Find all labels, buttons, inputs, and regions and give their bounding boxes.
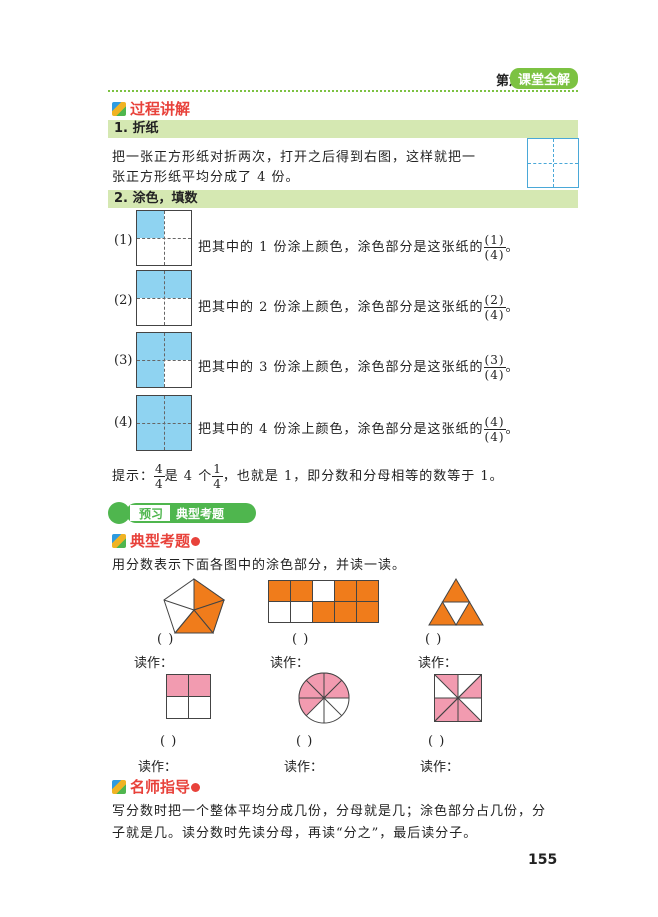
answer-blank-2[interactable]: ( ) <box>292 632 310 647</box>
unit-tag: 课堂全解 <box>509 68 578 89</box>
shaded-part <box>137 360 164 387</box>
answer-blank-6[interactable]: ( ) <box>428 734 446 749</box>
row1-square <box>136 210 192 266</box>
guide-line2: 子就是几。读分数时先读分母，再读“分之”，最后读分子。 <box>112 826 478 841</box>
exam-title: 典型考题 <box>112 530 201 551</box>
row1-text: 把其中的 1 份涂上颜色，涂色部分是这张纸的(1)(4)。 <box>198 233 520 262</box>
row2-fraction: (2)(4) <box>483 293 506 322</box>
shaded-part <box>137 211 164 238</box>
exam-instruction: 用分数表示下面各图中的涂色部分，并读一读。 <box>112 558 407 573</box>
fold-line-h <box>528 163 578 164</box>
answer-blank-4[interactable]: ( ) <box>160 734 178 749</box>
row2-label: (2) <box>114 293 133 308</box>
step1-bar: 1. 折纸 <box>108 120 578 138</box>
answer-blank-1[interactable]: ( ) <box>157 632 175 647</box>
row4-text: 把其中的 4 份涂上颜色，涂色部分是这张纸的(4)(4)。 <box>198 415 520 444</box>
folded-paper-figure <box>527 138 579 188</box>
row4-square <box>136 395 192 451</box>
process-title: 过程讲解 <box>112 98 190 119</box>
grid-figure <box>268 580 379 623</box>
section-banner: 预习 典型考题 <box>108 502 256 524</box>
header-divider <box>108 90 578 92</box>
read-as-6: 读作： <box>420 760 460 775</box>
square-quarters-figure <box>166 674 211 719</box>
step2-bar: 2. 涂色，填数 <box>108 190 578 208</box>
row3-square <box>136 332 192 388</box>
read-as-1: 读作： <box>134 656 174 671</box>
step1-line2: 张正方形纸平均分成了 4 份。 <box>112 170 300 185</box>
banner-left: 预习 <box>138 507 163 521</box>
banner-right: 典型考题 <box>176 507 225 521</box>
read-as-5: 读作： <box>284 760 324 775</box>
answer-blank-3[interactable]: ( ) <box>425 632 443 647</box>
read-as-4: 读作： <box>138 760 178 775</box>
row2-square <box>136 270 192 326</box>
guide-title: 名师指导 <box>112 776 201 797</box>
banner-shape <box>108 502 256 524</box>
page-number: 155 <box>528 852 558 868</box>
read-as-3: 读作： <box>418 656 458 671</box>
circle-eighths-figure <box>298 672 350 724</box>
read-as-2: 读作： <box>270 656 310 671</box>
guide-line1: 写分数时把一个整体平均分成几份，分母就是几；涂色部分占几份，分 <box>112 804 547 819</box>
row2-text: 把其中的 2 份涂上颜色，涂色部分是这张纸的(2)(4)。 <box>198 293 520 322</box>
row4-label: (4) <box>114 415 133 430</box>
cube-icon <box>112 102 126 116</box>
square-eighths-figure <box>434 674 482 722</box>
row1-fraction: (1)(4) <box>483 233 506 262</box>
badge-icon <box>191 537 201 546</box>
cube-icon <box>112 780 126 794</box>
cube-icon <box>112 534 126 548</box>
row4-fraction: (4)(4) <box>483 415 506 444</box>
row3-label: (3) <box>114 353 133 368</box>
triangle-figure <box>428 578 484 626</box>
step1-line1: 把一张正方形纸对折两次，打开之后得到右图，这样就把一 <box>112 150 477 165</box>
answer-blank-5[interactable]: ( ) <box>296 734 314 749</box>
row3-fraction: (3)(4) <box>483 353 506 382</box>
row1-label: (1) <box>114 233 133 248</box>
pentagon-figure <box>163 578 225 634</box>
row3-text: 把其中的 3 份涂上颜色，涂色部分是这张纸的(3)(4)。 <box>198 353 520 382</box>
badge-icon <box>191 783 201 792</box>
